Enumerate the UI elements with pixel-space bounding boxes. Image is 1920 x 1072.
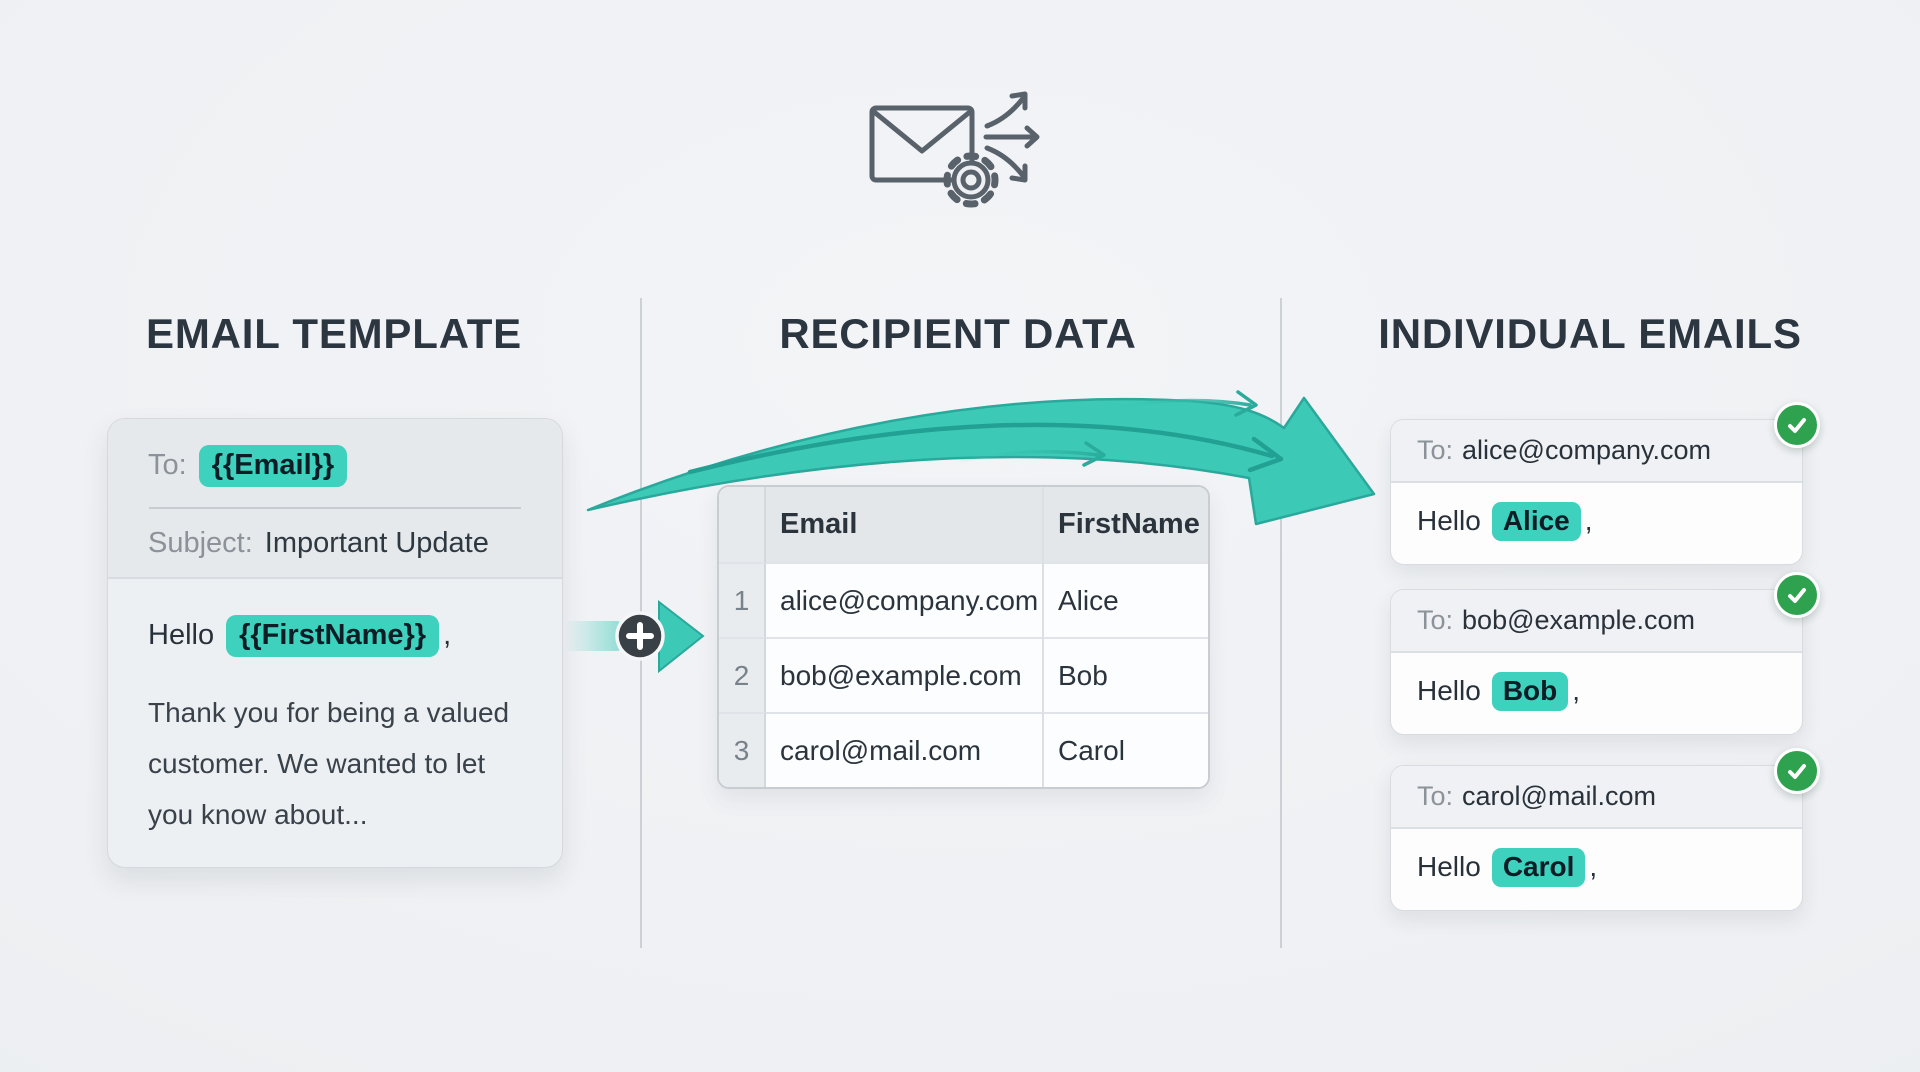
motion-arrow-middle: [958, 441, 1106, 467]
merged-name-chip: Alice: [1491, 502, 1581, 541]
firstname-variable-chip: {{FirstName}}: [226, 615, 440, 657]
email-to-row: To: carol@mail.com: [1391, 766, 1802, 829]
template-subject-row: Subject: Important Update: [108, 509, 562, 560]
greeting-punctuation: ,: [1572, 675, 1581, 707]
table-row-number: 3: [719, 712, 766, 787]
table-corner-cell: [719, 487, 766, 562]
template-greeting: Hello {{FirstName}} ,: [148, 615, 522, 657]
table-header-firstname: FirstName: [1042, 487, 1208, 562]
individual-email-card: To: alice@company.com Hello Alice ,: [1390, 402, 1820, 565]
email-greeting: Hello Alice ,: [1391, 483, 1802, 564]
email-template-card: To: {{Email}} Subject: Important Update …: [107, 418, 563, 868]
column-divider-left: [640, 298, 642, 948]
to-label: To:: [1417, 781, 1454, 811]
to-address: bob@example.com: [1462, 605, 1696, 635]
sent-check-icon: [1774, 748, 1820, 794]
recipient-data-table: Email FirstName 1 alice@company.com Alic…: [717, 485, 1210, 789]
emails-column-heading: INDIVIDUAL EMAILS: [1378, 310, 1802, 357]
table-cell-firstname: Bob: [1042, 637, 1208, 712]
recipient-column-heading: RECIPIENT DATA: [779, 310, 1137, 357]
email-to-row: To: alice@company.com: [1391, 420, 1802, 483]
body-line: Thank you for being a valued: [148, 696, 510, 728]
greeting-punctuation: ,: [1584, 505, 1593, 537]
table-cell-email: alice@company.com: [766, 562, 1042, 637]
table-header-email: Email: [766, 487, 1042, 562]
body-line: you know about...: [148, 798, 368, 830]
table-row-number: 1: [719, 562, 766, 637]
column-divider-right: [1280, 298, 1282, 948]
sent-check-icon: [1774, 402, 1820, 448]
merge-plus-icon: [566, 599, 705, 674]
to-address: carol@mail.com: [1462, 781, 1656, 811]
template-header-divider: [149, 506, 521, 509]
email-to-row: To: bob@example.com: [1391, 590, 1802, 653]
table-cell-email: bob@example.com: [766, 637, 1042, 712]
template-card-body: Hello {{FirstName}} , Thank you for bein…: [108, 579, 562, 840]
email-variable-chip: {{Email}}: [198, 445, 348, 487]
to-label: To:: [1417, 435, 1454, 465]
greeting-punctuation: ,: [1589, 851, 1598, 883]
subject-label: Subject:: [148, 526, 253, 559]
greeting-prefix: Hello: [1417, 851, 1481, 883]
greeting-punctuation: ,: [443, 619, 452, 652]
send-arrows-icon: [983, 91, 1040, 183]
template-to-row: To: {{Email}}: [108, 419, 562, 487]
greeting-prefix: Hello: [1417, 505, 1481, 537]
table-row-number: 2: [719, 637, 766, 712]
merged-name-chip: Bob: [1491, 672, 1569, 711]
sent-check-icon: [1774, 572, 1820, 618]
merged-name-chip: Carol: [1491, 848, 1586, 887]
greeting-prefix: Hello: [1417, 675, 1481, 707]
mail-merge-header-icon: [869, 91, 1040, 208]
to-address: alice@company.com: [1462, 435, 1712, 465]
greeting-prefix: Hello: [148, 619, 215, 652]
individual-email-card: To: carol@mail.com Hello Carol ,: [1390, 748, 1820, 911]
subject-value: Important Update: [264, 526, 489, 559]
template-card-header: To: {{Email}} Subject: Important Update: [108, 419, 562, 579]
table-cell-email: carol@mail.com: [766, 712, 1042, 787]
to-label: To:: [148, 449, 187, 482]
individual-email-card: To: bob@example.com Hello Bob ,: [1390, 572, 1820, 735]
envelope-icon: [869, 105, 975, 183]
table-cell-firstname: Carol: [1042, 712, 1208, 787]
to-label: To:: [1417, 605, 1454, 635]
table-cell-firstname: Alice: [1042, 562, 1208, 637]
email-greeting: Hello Bob ,: [1391, 653, 1802, 734]
template-body-text: Thank you for being a valued customer. W…: [148, 687, 522, 840]
body-line: customer. We wanted to let: [148, 747, 486, 779]
email-greeting: Hello Carol ,: [1391, 829, 1802, 910]
gear-icon: [943, 152, 999, 208]
motion-arrow-upper: [1090, 390, 1258, 417]
template-column-heading: EMAIL TEMPLATE: [146, 310, 522, 357]
